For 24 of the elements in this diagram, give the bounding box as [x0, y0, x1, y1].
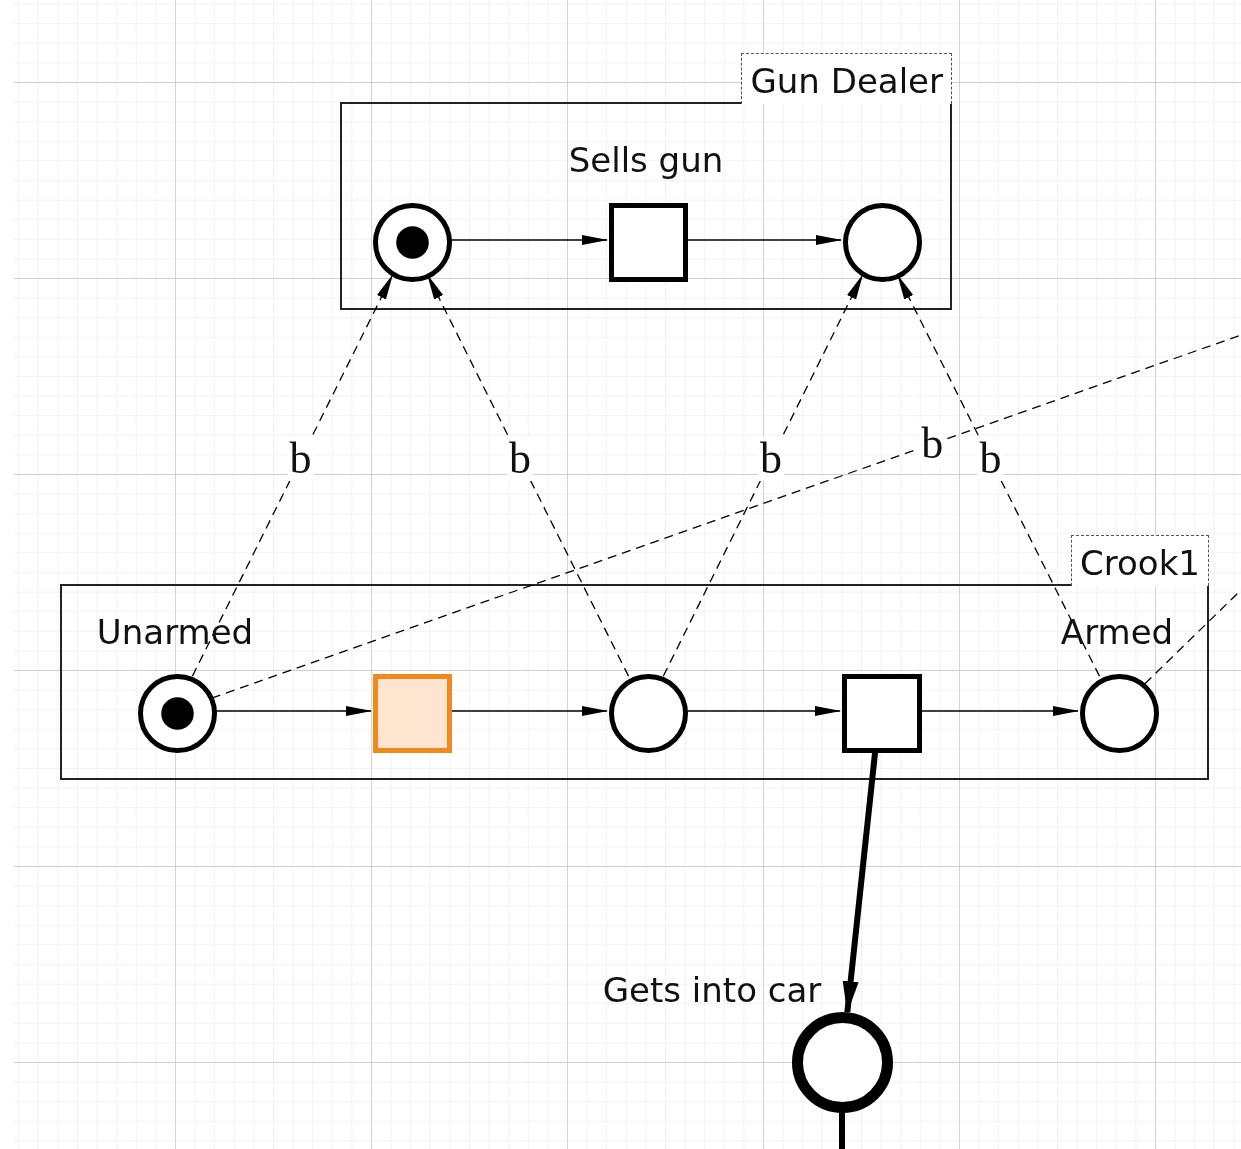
- lane-title-tab: Gun Dealer: [741, 53, 952, 104]
- state-label: Unarmed: [96, 612, 254, 652]
- state-label: Gets into car: [602, 970, 822, 1010]
- place-circle: [791, 1011, 893, 1113]
- edge-label: b: [287, 437, 314, 482]
- arrow: [662, 274, 864, 677]
- connector-line: [839, 1112, 845, 1149]
- edge-label: b: [506, 437, 533, 482]
- transition-square: [372, 673, 452, 753]
- place-circle: [842, 202, 922, 282]
- lane-title-tab: Crook1: [1071, 535, 1209, 586]
- marked-place-circle: [372, 202, 452, 282]
- marked-place-circle: [137, 673, 217, 753]
- connector-line: [211, 334, 1241, 699]
- transition-square: [841, 673, 922, 753]
- state-label: Armed: [1060, 612, 1174, 652]
- transition-square: [608, 202, 688, 282]
- edge-label: b: [757, 437, 784, 482]
- edge-label: b: [977, 437, 1004, 482]
- state-label: Sells gun: [568, 140, 724, 180]
- place-circle: [608, 673, 688, 753]
- place-circle: [1079, 673, 1159, 753]
- edge-label: b: [919, 421, 946, 466]
- arrow: [191, 274, 394, 677]
